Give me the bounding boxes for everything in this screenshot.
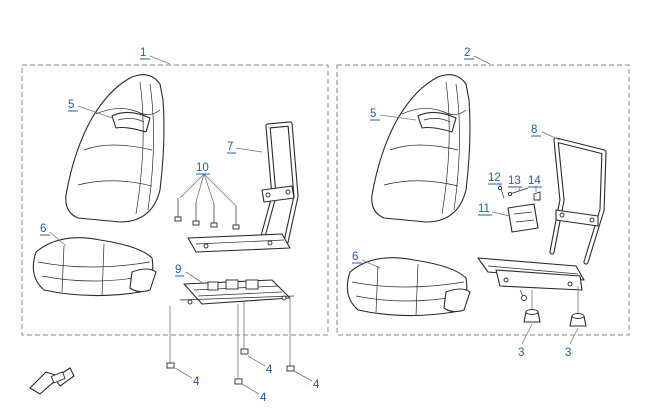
callout-6-right: 6 bbox=[352, 251, 358, 263]
bolts-4 bbox=[166, 348, 295, 385]
callout-10: 10 bbox=[196, 162, 209, 174]
callout-5-left: 5 bbox=[68, 99, 74, 111]
callout-2: 2 bbox=[464, 47, 470, 59]
assembly-frame-left bbox=[21, 64, 329, 336]
callout-labels: 1 2 5 6 7 9 10 4 4 4 4 5 6 8 11 12 13 14 bbox=[40, 47, 579, 404]
callout-8: 8 bbox=[531, 124, 537, 136]
assembly-frame-right bbox=[336, 64, 630, 336]
backrest-frame-right bbox=[477, 137, 607, 301]
callout-12: 12 bbox=[488, 172, 501, 184]
callout-9: 9 bbox=[175, 264, 181, 276]
seat-slider-left bbox=[179, 279, 295, 305]
callout-5-right: 5 bbox=[370, 108, 376, 120]
seat-back-left bbox=[65, 74, 165, 223]
seat-cushion-right bbox=[346, 257, 471, 317]
backrest-frame-left bbox=[187, 121, 299, 253]
callout-7: 7 bbox=[227, 141, 233, 153]
leader-lines bbox=[49, 55, 561, 285]
nut-left bbox=[523, 290, 541, 323]
small-parts-right bbox=[497, 185, 541, 201]
seat-back-right bbox=[371, 74, 471, 223]
bolts-group-10 bbox=[174, 198, 240, 230]
callout-11: 11 bbox=[478, 203, 490, 215]
callout-14: 14 bbox=[528, 175, 541, 187]
callout-4-a: 4 bbox=[193, 376, 200, 388]
callout-3-right: 3 bbox=[565, 347, 571, 359]
nut-right bbox=[569, 286, 587, 327]
callout-13: 13 bbox=[508, 175, 521, 187]
callout-6-left: 6 bbox=[40, 223, 46, 235]
bolt-guides-left bbox=[169, 298, 291, 382]
front-arrow-icon bbox=[29, 367, 75, 395]
callout-4-c: 4 bbox=[266, 364, 273, 376]
callout-4-b: 4 bbox=[260, 392, 267, 404]
adjuster-plate-right bbox=[507, 203, 539, 233]
callout-4-d: 4 bbox=[313, 379, 320, 391]
seat-cushion-left bbox=[32, 237, 157, 297]
callout-1: 1 bbox=[140, 47, 146, 59]
callout-3-left: 3 bbox=[518, 347, 524, 359]
